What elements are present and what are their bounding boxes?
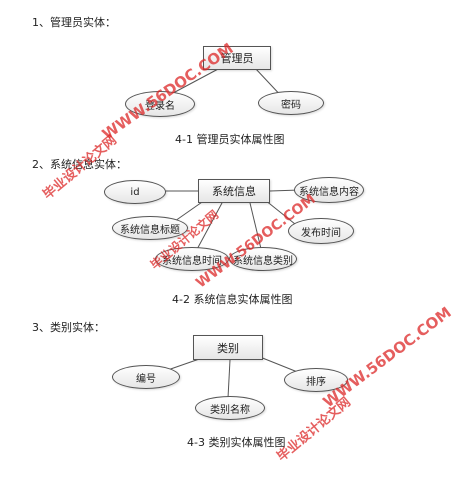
attribute-publish-time: 发布时间: [288, 218, 354, 244]
attribute-info-title: 系统信息标题: [112, 216, 188, 240]
attribute-info-content: 系统信息内容: [294, 177, 364, 203]
section-1-heading: 1、管理员实体：: [32, 16, 116, 29]
attribute-category-name: 类别名称: [195, 396, 265, 420]
entity-admin: 管理员: [203, 46, 271, 70]
caption-4-2: 4-2 系统信息实体属性图: [172, 293, 293, 306]
section-3-heading: 3、类别实体：: [32, 321, 105, 334]
attribute-info-category: 系统信息类别: [229, 247, 297, 271]
attribute-login-name: 登录名: [125, 91, 195, 117]
attribute-id: id: [104, 180, 166, 204]
attribute-info-time: 系统信息时间: [155, 247, 229, 271]
caption-4-1: 4-1 管理员实体属性图: [175, 133, 285, 146]
attribute-sort: 排序: [284, 368, 348, 392]
attribute-number: 编号: [112, 365, 180, 389]
attribute-password: 密码: [258, 91, 324, 115]
section-2-heading: 2、系统信息实体：: [32, 158, 127, 171]
caption-4-3: 4-3 类别实体属性图: [187, 436, 286, 449]
entity-system-info: 系统信息: [198, 179, 270, 203]
entity-category: 类别: [193, 335, 263, 360]
